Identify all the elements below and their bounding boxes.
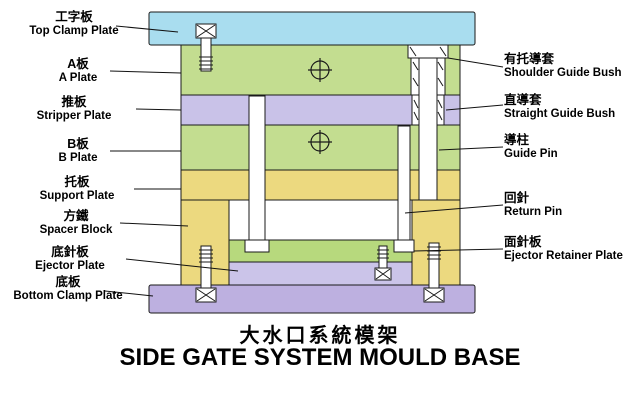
screw-symbol-a-plate bbox=[308, 58, 332, 82]
label-b-plate-en: B Plate bbox=[58, 152, 98, 164]
leader-guide-pin bbox=[438, 146, 504, 151]
label-shoulder-guide-bush-en: Shoulder Guide Bush bbox=[504, 67, 622, 79]
leader-bottom-clamp bbox=[104, 290, 154, 297]
label-return-pin: 回針 Return Pin bbox=[504, 191, 640, 219]
label-guide-pin-zh: 導柱 bbox=[504, 133, 530, 147]
leader-stripper-plate bbox=[135, 108, 182, 111]
label-top-clamp-plate: 工字板 Top Clamp Plate bbox=[18, 10, 130, 38]
label-straight-guide-bush-en: Straight Guide Bush bbox=[504, 108, 616, 120]
label-spacer-block: 方鐵 Spacer Block bbox=[24, 209, 128, 237]
label-ejector-plate: 底針板 Ejector Plate bbox=[16, 245, 124, 273]
label-a-plate-zh: A板 bbox=[67, 57, 89, 71]
cap-screw-bottom-left bbox=[195, 245, 217, 303]
label-support-plate-en: Support Plate bbox=[39, 190, 115, 202]
label-ejector-retainer-plate: 面針板 Ejector Retainer Plate bbox=[504, 235, 640, 263]
label-ejector-plate-zh: 底針板 bbox=[51, 245, 89, 259]
leader-return-pin bbox=[404, 204, 504, 214]
leader-top-clamp-plate bbox=[115, 25, 179, 33]
label-ejector-retainer-plate-en: Ejector Retainer Plate bbox=[504, 250, 623, 262]
label-return-pin-zh: 回針 bbox=[504, 191, 530, 205]
support-plate bbox=[180, 169, 461, 201]
leader-retainer-plate bbox=[413, 248, 504, 252]
label-top-clamp-plate-en: Top Clamp Plate bbox=[29, 25, 119, 37]
cap-screw-top-left bbox=[195, 23, 217, 72]
label-a-plate: A板 A Plate bbox=[28, 57, 128, 85]
label-stripper-plate-en: Stripper Plate bbox=[36, 110, 112, 122]
label-shoulder-guide-bush: 有托導套 Shoulder Guide Bush bbox=[504, 52, 640, 80]
leader-a-plate bbox=[109, 70, 182, 74]
title-english: SIDE GATE SYSTEM MOULD BASE bbox=[119, 344, 521, 371]
leader-lines bbox=[104, 25, 504, 297]
label-stripper-plate: 推板 Stripper Plate bbox=[14, 95, 134, 123]
label-straight-guide-bush-zh: 直導套 bbox=[504, 93, 542, 107]
bottom-clamp-plate bbox=[148, 284, 476, 314]
label-ejector-retainer-plate-zh: 面針板 bbox=[504, 235, 542, 249]
cap-screw-ejector bbox=[374, 245, 392, 281]
label-top-clamp-plate-zh: 工字板 bbox=[55, 10, 93, 24]
leader-ejector-plate bbox=[125, 258, 239, 272]
guide-pin bbox=[418, 46, 438, 201]
leader-straight-bush bbox=[445, 104, 504, 111]
leader-spacer-block bbox=[119, 222, 189, 227]
label-ejector-plate-en: Ejector Plate bbox=[35, 260, 105, 272]
label-b-plate: B板 B Plate bbox=[38, 137, 118, 165]
label-guide-pin: 導柱 Guide Pin bbox=[504, 133, 640, 161]
screw-symbol-b-plate bbox=[308, 130, 332, 154]
label-bottom-clamp-plate: 底板 Bottom Clamp Plate bbox=[2, 275, 134, 303]
label-b-plate-zh: B板 bbox=[67, 137, 89, 151]
screw-section-symbols bbox=[308, 58, 332, 154]
label-spacer-block-zh: 方鐵 bbox=[63, 209, 89, 223]
return-pin bbox=[393, 125, 415, 253]
cap-screw-bottom-right bbox=[423, 242, 445, 303]
label-stripper-plate-zh: 推板 bbox=[61, 95, 87, 109]
title-chinese: 大水口系統模架 bbox=[239, 325, 401, 347]
guide-bush-assembly bbox=[407, 44, 449, 201]
label-guide-pin-en: Guide Pin bbox=[504, 148, 558, 160]
label-bottom-clamp-plate-en: Bottom Clamp Plate bbox=[13, 290, 123, 302]
shoulder-bush-flange bbox=[407, 44, 449, 59]
label-spacer-block-en: Spacer Block bbox=[39, 224, 113, 236]
return-pin-left bbox=[244, 95, 270, 253]
hardware bbox=[195, 23, 449, 303]
label-support-plate: 托板 Support Plate bbox=[22, 175, 132, 203]
label-return-pin-en: Return Pin bbox=[504, 206, 563, 218]
label-support-plate-zh: 托板 bbox=[64, 175, 90, 189]
leader-shoulder-bush bbox=[447, 57, 504, 68]
label-shoulder-guide-bush-zh: 有托導套 bbox=[504, 52, 555, 66]
label-a-plate-en: A Plate bbox=[58, 72, 98, 84]
label-straight-guide-bush: 直導套 Straight Guide Bush bbox=[504, 93, 640, 121]
label-bottom-clamp-plate-zh: 底板 bbox=[55, 275, 81, 289]
